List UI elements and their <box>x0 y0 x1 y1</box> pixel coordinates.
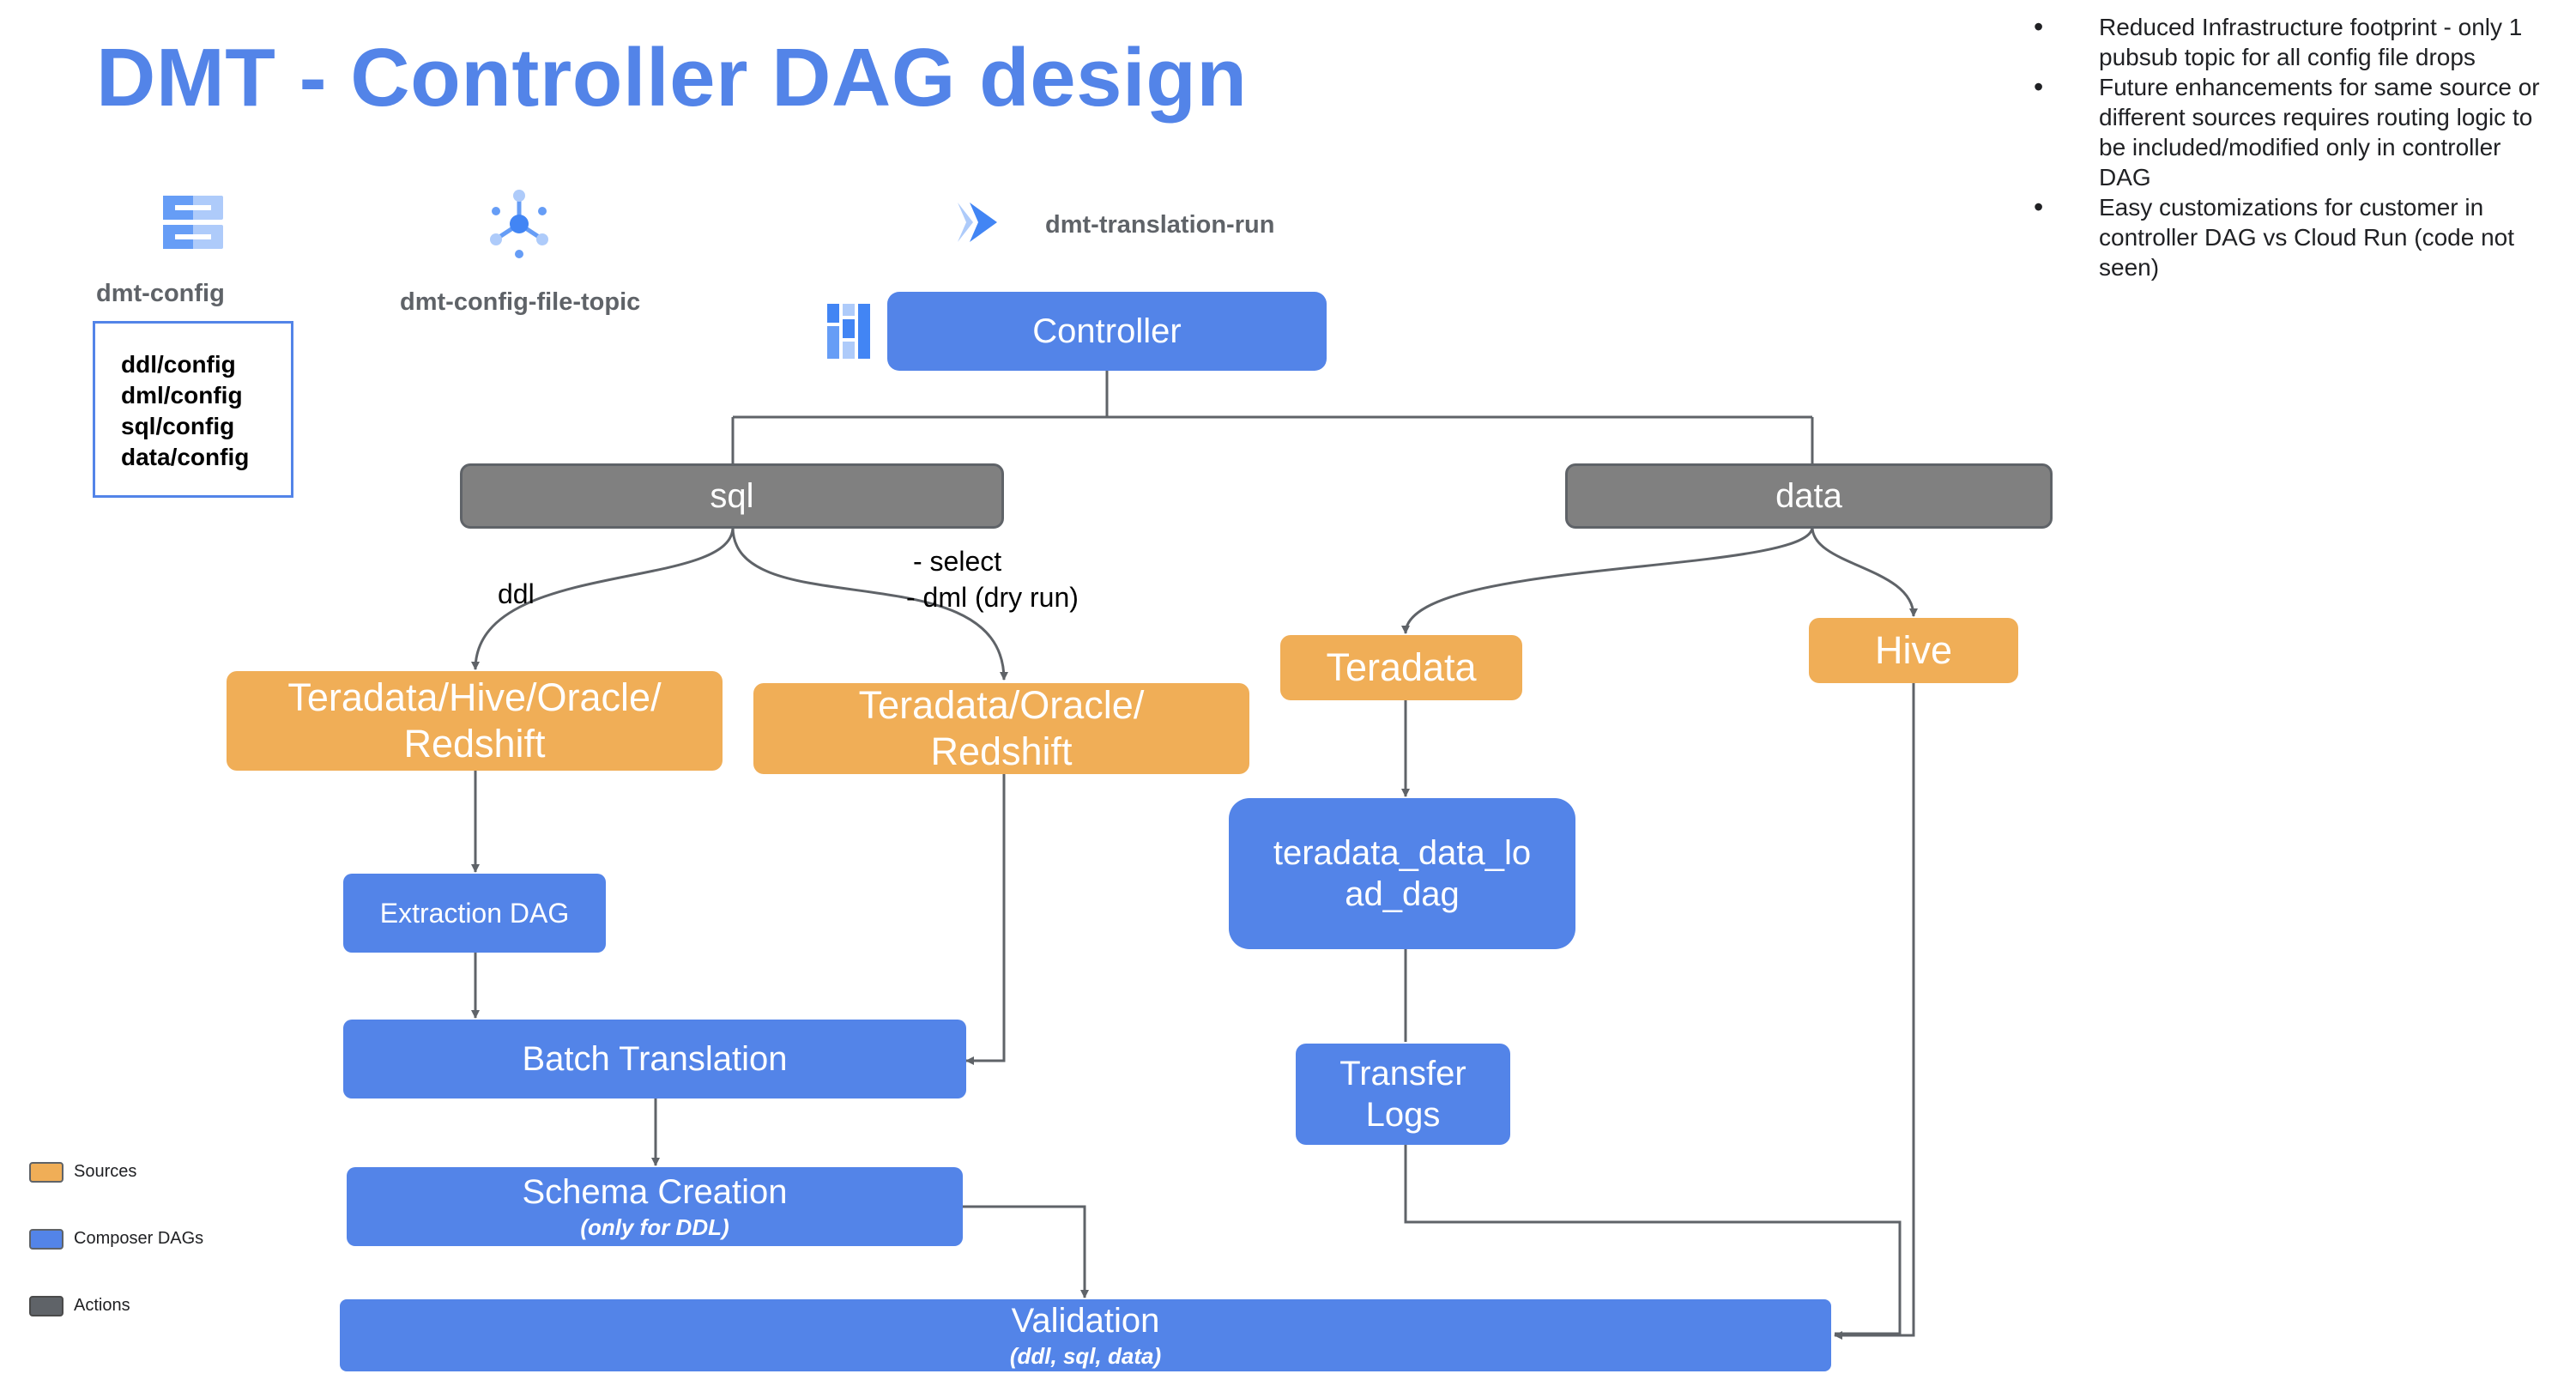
legend-swatch-sources <box>29 1162 63 1183</box>
edge-transfer-validation <box>1404 1145 1902 1335</box>
legend-label-sources: Sources <box>74 1162 137 1181</box>
edge-sql-ddl <box>471 526 735 670</box>
controller-label: Controller <box>1032 312 1182 350</box>
extraction-dag-label: Extraction DAG <box>379 897 570 929</box>
ddl-edge-label: ddl <box>498 578 535 609</box>
cloud-run-label: dmt-translation-run <box>1045 211 1275 239</box>
data-label: data <box>1775 477 1842 515</box>
transfer-logs-label: Transfer Logs <box>1339 1055 1466 1134</box>
validation-note: (ddl, sql, data) <box>1009 1343 1162 1370</box>
note-item: Future enhancements for same source or d… <box>2034 72 2557 192</box>
hive-label: Hive <box>1874 628 1953 672</box>
design-notes: Reduced Infrastructure footprint - only … <box>2008 12 2557 282</box>
batch-translation-label: Batch Translation <box>522 1040 788 1078</box>
config-paths-box: ddl/config dml/config sql/config data/co… <box>93 321 293 498</box>
teradata-label: Teradata <box>1326 645 1477 689</box>
config-path: ddl/config <box>121 351 236 378</box>
pubsub-icon <box>489 189 549 259</box>
extraction-dag-node: Extraction DAG <box>343 874 606 953</box>
controller-node: Controller <box>887 292 1327 371</box>
teradata-load-dag-label: teradata_data_lo ad_dag <box>1273 834 1532 913</box>
config-path: data/config <box>121 444 250 470</box>
dml-edge-label: - dml (dry run) <box>906 582 1079 613</box>
composer-icon <box>827 304 870 359</box>
teradata-load-dag-node: teradata_data_lo ad_dag <box>1229 798 1575 949</box>
validation-node: Validation (ddl, sql, data) <box>340 1299 1831 1371</box>
validation-label: Validation <box>1011 1302 1160 1341</box>
sql-label: sql <box>710 477 754 515</box>
transfer-logs-node: Transfer Logs <box>1296 1044 1510 1145</box>
note-item: Reduced Infrastructure footprint - only … <box>2034 12 2557 72</box>
batch-translation-node: Batch Translation <box>343 1020 966 1098</box>
legend-label-actions: Actions <box>74 1296 130 1315</box>
edge-dml-batch <box>965 774 1006 1065</box>
ddl-sources-label: Teradata/Hive/Oracle/ Redshift <box>287 675 662 766</box>
config-path: sql/config <box>121 413 235 439</box>
sql-action-node: sql <box>460 463 1004 529</box>
edge-schema-validation <box>963 1205 1089 1298</box>
teradata-source-node: Teradata <box>1280 635 1522 700</box>
edge-sql-dml <box>731 526 1008 681</box>
edge-hive-validation <box>1834 683 1915 1340</box>
legend-swatch-actions <box>29 1296 63 1316</box>
edge-data-hive <box>1811 526 1918 617</box>
dml-sources-node: Teradata/Oracle/ Redshift <box>753 683 1249 774</box>
schema-creation-note: (only for DDL) <box>580 1214 729 1241</box>
legend-label-composer: Composer DAGs <box>74 1229 204 1248</box>
ddl-sources-node: Teradata/Hive/Oracle/ Redshift <box>227 671 723 771</box>
dml-sources-label: Teradata/Oracle/ Redshift <box>858 683 1145 773</box>
cloud-storage-icon <box>163 194 223 251</box>
select-edge-label: - select <box>913 546 1002 577</box>
cloud-run-icon <box>956 201 999 244</box>
page-title: DMT - Controller DAG design <box>96 32 1248 124</box>
data-action-node: data <box>1565 463 2053 529</box>
edge-data-teradata <box>1401 526 1814 634</box>
schema-creation-node: Schema Creation (only for DDL) <box>347 1167 963 1246</box>
config-path: dml/config <box>121 382 243 409</box>
config-bucket-label: dmt-config <box>96 280 225 307</box>
config-topic-label: dmt-config-file-topic <box>400 288 641 316</box>
hive-source-node: Hive <box>1809 618 2018 683</box>
schema-creation-label: Schema Creation <box>522 1173 788 1212</box>
legend-swatch-composer <box>29 1229 63 1250</box>
note-item: Easy customizations for customer in cont… <box>2034 192 2557 282</box>
